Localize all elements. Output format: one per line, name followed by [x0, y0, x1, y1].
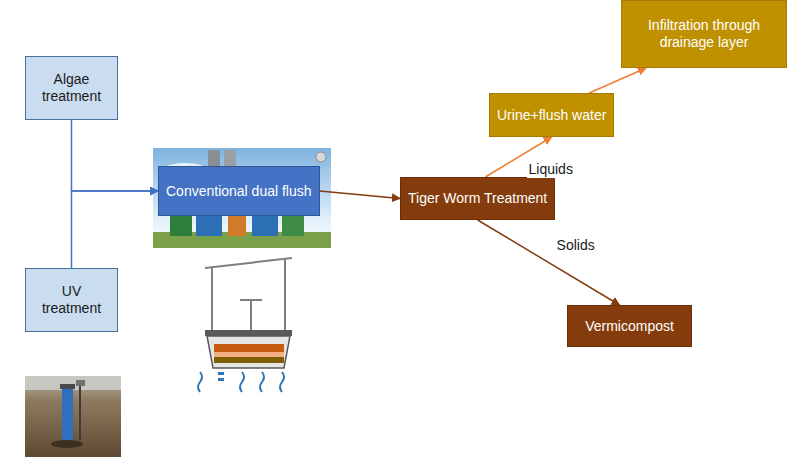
process-box: UV treatment [25, 268, 118, 332]
box-text: Urine+flush water [497, 107, 606, 124]
flow-arrow [478, 220, 620, 305]
edge-label: Solids [555, 237, 597, 254]
toilet-photo [153, 148, 331, 248]
flow-arrow [72, 120, 159, 191]
box-text: Tiger Worm Treatment [408, 190, 547, 207]
process-box: Algae treatment [25, 56, 118, 120]
box-text: Infiltration through drainage layer [629, 17, 779, 51]
box-text: Conventional dual flush [166, 183, 312, 200]
process-box: Vermicompost [567, 305, 692, 347]
process-box: Conventional dual flush [158, 166, 320, 216]
flow-arrow [320, 191, 400, 199]
toilet-section [198, 258, 292, 392]
flow-arrow [589, 68, 646, 93]
uv-photo [25, 376, 121, 457]
process-box: Urine+flush water [489, 93, 614, 137]
process-box: Infiltration through drainage layer [621, 0, 787, 68]
edge-label: Liquids [527, 161, 575, 178]
box-text: Vermicompost [585, 318, 674, 335]
box-text: UV treatment [33, 283, 110, 317]
box-text: Algae treatment [33, 71, 110, 105]
process-box: Tiger Worm Treatment [400, 177, 555, 220]
flow-arrow [72, 191, 159, 268]
